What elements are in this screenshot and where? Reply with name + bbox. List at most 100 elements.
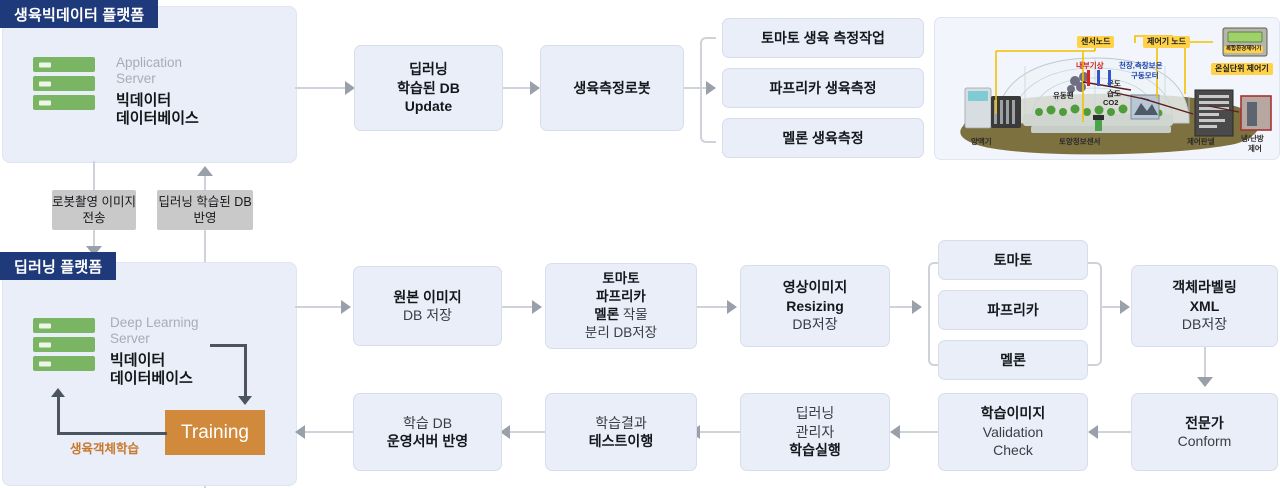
greenhouse-label-humidity: 습도 bbox=[1107, 89, 1121, 98]
panel-growth-bigdata-platform-title: 생육빅데이터 플랫폼 bbox=[0, 0, 159, 28]
box-validation-line1: 학습이미지 bbox=[980, 405, 1046, 422]
training-loop-arrow-down bbox=[238, 396, 252, 405]
deep-server-main-line2: 데이터베이스 bbox=[110, 370, 193, 388]
note-db-reflect-line1: 딥러닝 학습된 bbox=[158, 194, 231, 209]
connector-growthpanel-to-dbupdate bbox=[295, 87, 347, 89]
greenhouse-label-circulation-fan: 유동팬 bbox=[1053, 91, 1074, 100]
box-conform-line2: Conform bbox=[1177, 433, 1232, 449]
training-loop-arrow-up bbox=[51, 388, 65, 397]
bracket-crops-right bbox=[1088, 262, 1102, 366]
connector-deploy-to-deeppanel bbox=[305, 431, 353, 433]
box-validation-check: 학습이미지 Validation Check bbox=[938, 393, 1088, 471]
box-branch-melon-measure-label: 멜론 생육측정 bbox=[782, 129, 864, 146]
application-server-main-line2: 데이터베이스 bbox=[116, 110, 199, 128]
greenhouse-label-nutrient-machine: 양액기 bbox=[971, 137, 992, 146]
box-conform-line1: 전문가 bbox=[1185, 414, 1224, 431]
box-deploy-line2: 운영서버 반영 bbox=[386, 433, 469, 449]
arrow-deeppanel-to-source bbox=[341, 300, 351, 314]
arrow-dbupdate-to-robot bbox=[530, 81, 540, 95]
greenhouse-label-temperature: 온도 bbox=[1107, 79, 1121, 88]
training-loop-bottom-horizontal bbox=[57, 432, 167, 435]
connector-split-to-resizing bbox=[697, 306, 729, 308]
greenhouse-label-drive-motor: 구동모터 bbox=[1131, 71, 1159, 80]
connector-deeppanel-to-source bbox=[295, 306, 342, 308]
note-db-reflect: 딥러닝 학습된 DB반영 bbox=[157, 190, 253, 230]
box-train-exec: 딥러닝 관리자 학습실행 bbox=[740, 393, 890, 471]
greenhouse-tag-device-box: 복합환경제어기 bbox=[1224, 46, 1264, 53]
application-server-sub-line2: Server bbox=[116, 71, 156, 87]
greenhouse-label-ceiling-insulation: 천장,측창보온 bbox=[1119, 61, 1163, 70]
box-crop-split-db: 토마토 파프리카 멜론 작물 분리 DB저장 bbox=[545, 263, 697, 349]
box-crop-split-line4: 분리 DB저장 bbox=[584, 324, 658, 340]
box-trainexec-line3: 학습실행 bbox=[789, 442, 841, 459]
greenhouse-label-soil-sensor: 토양정보센서 bbox=[1059, 137, 1101, 146]
box-deploy-line1: 학습 DB bbox=[402, 414, 453, 431]
box-source-image-db: 원본 이미지 DB 저장 bbox=[353, 266, 502, 346]
greenhouse-label-internal-weather: 내부기상 bbox=[1076, 61, 1104, 70]
box-testrun-line1: 학습결과 bbox=[595, 414, 647, 431]
greenhouse-label-control-panel: 제어판넬 bbox=[1187, 137, 1215, 146]
greenhouse-illustration-svg bbox=[960, 27, 1272, 155]
arrow-validation-to-trainexec bbox=[890, 425, 900, 439]
application-server-main-line1: 빅데이터 bbox=[116, 91, 172, 109]
training-loop-top-horizontal bbox=[210, 344, 247, 347]
arrow-into-deep-platform bbox=[86, 246, 102, 256]
box-deep-db-update-line2: 학습된 DB bbox=[397, 79, 460, 96]
box-trainexec-line1: 딥러닝 bbox=[795, 405, 835, 422]
deep-learning-server-icon bbox=[33, 318, 95, 371]
bracket-crops-left bbox=[928, 262, 942, 366]
box-branch-tomato-measure: 토마토 생육 측정작업 bbox=[722, 18, 924, 58]
box-branch-paprika-measure: 파프리카 생육측정 bbox=[722, 68, 924, 108]
box-testrun-line2: 테스트이행 bbox=[588, 433, 654, 449]
box-crop-tomato-label: 토마토 bbox=[993, 251, 1033, 268]
arrow-into-growth-platform bbox=[197, 166, 213, 176]
application-server-label: Application Server 빅데이터 데이터베이스 bbox=[116, 55, 199, 129]
note-robot-capture-line2: 이미지전송 bbox=[82, 194, 137, 225]
box-validation-line2: Validation bbox=[982, 423, 1044, 440]
panel-deep-learning-platform-title: 딥러닝 플랫폼 bbox=[0, 252, 117, 280]
box-crop-melon-label: 멜론 bbox=[1000, 351, 1026, 368]
arrow-conform-to-validation bbox=[1088, 425, 1098, 439]
training-loop-top-vertical bbox=[244, 344, 247, 397]
box-branch-paprika-measure-label: 파프리카 생육측정 bbox=[769, 79, 877, 96]
deep-server-sub-line2: Server bbox=[110, 331, 150, 347]
box-expert-conform: 전문가 Conform bbox=[1131, 393, 1278, 471]
connector-note-robot-down bbox=[93, 230, 95, 248]
box-deep-db-update-line3: Update bbox=[404, 98, 453, 115]
box-image-resizing: 영상이미지 Resizing DB저장 bbox=[740, 265, 890, 347]
arrow-deploy-to-deeppanel bbox=[295, 425, 305, 439]
arrow-source-to-split bbox=[532, 300, 542, 314]
box-trainexec-line2: 관리자 bbox=[795, 423, 835, 440]
box-crop-tomato: 토마토 bbox=[938, 240, 1088, 280]
arrow-growthpanel-to-dbupdate bbox=[345, 81, 355, 95]
box-test-run: 학습결과 테스트이행 bbox=[545, 393, 697, 471]
training-loop-label: 생육객체학습 bbox=[70, 442, 140, 456]
box-deep-db-update-line1: 딥러닝 bbox=[409, 61, 448, 78]
greenhouse-label-hvac-line1: 냉/난방 bbox=[1241, 134, 1264, 143]
box-crop-melon: 멜론 bbox=[938, 340, 1088, 380]
box-deploy-operation-server: 학습 DB 운영서버 반영 bbox=[353, 393, 502, 471]
box-branch-melon-measure: 멜론 생육측정 bbox=[722, 118, 924, 158]
connector-labeling-to-conform bbox=[1204, 347, 1206, 379]
note-robot-capture-line1: 로봇촬영 bbox=[52, 194, 99, 209]
greenhouse-thermo-marks bbox=[1087, 70, 1111, 91]
box-labeling-line3: DB저장 bbox=[1181, 316, 1228, 333]
bracket-top-branches bbox=[700, 37, 716, 143]
connector-dbupdate-to-robot bbox=[503, 87, 532, 89]
box-resizing-line3: DB저장 bbox=[792, 316, 838, 333]
connector-validation-to-trainexec bbox=[900, 431, 938, 433]
box-growth-measure-robot-label: 생육측정로봇 bbox=[573, 79, 651, 96]
box-resizing-line1: 영상이미지 bbox=[782, 279, 848, 296]
deep-server-main-line1: 빅데이터 bbox=[110, 351, 166, 369]
box-object-labeling-xml: 객체라벨링 XML DB저장 bbox=[1131, 265, 1278, 347]
connector-resizing-to-crops bbox=[890, 306, 914, 308]
note-db-reflect-line2: DB반영 bbox=[193, 194, 252, 225]
box-growth-measure-robot: 생육측정로봇 bbox=[540, 45, 684, 131]
box-labeling-line2: XML bbox=[1189, 297, 1220, 314]
box-labeling-line1: 객체라벨링 bbox=[1172, 279, 1237, 296]
box-crop-paprika: 파프리카 bbox=[938, 290, 1088, 330]
box-validation-line3: Check bbox=[993, 442, 1033, 459]
box-source-image-db-line1: 원본 이미지 bbox=[393, 288, 462, 305]
arrow-testrun-to-deploy bbox=[500, 425, 510, 439]
